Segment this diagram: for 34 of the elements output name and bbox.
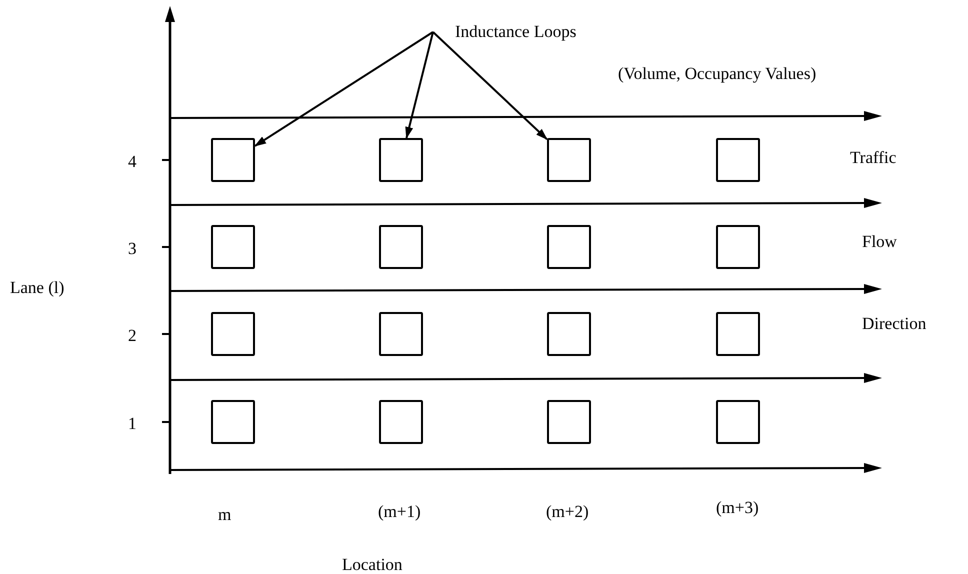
axis-label: Lane (l) <box>10 277 64 299</box>
axis-label: (m+2) <box>546 501 589 523</box>
inductance-loop-square <box>547 312 591 356</box>
inductance-loop-square <box>379 138 423 182</box>
inductance-loop-square <box>211 312 255 356</box>
axis-label: 1 <box>128 413 136 435</box>
inductance-loop-square <box>716 138 760 182</box>
axis-label: 3 <box>128 238 136 260</box>
axis-label: 4 <box>128 151 136 173</box>
axis-label: Direction <box>862 313 926 335</box>
inductance-loop-square <box>211 138 255 182</box>
axis-label: (m+1) <box>378 501 421 523</box>
axis-label: 2 <box>128 325 136 347</box>
inductance-loop-square <box>716 312 760 356</box>
inductance-loop-square <box>379 225 423 269</box>
inductance-loop-square <box>379 400 423 444</box>
axis-label: (Volume, Occupancy Values) <box>618 63 816 85</box>
inductance-loop-square <box>547 400 591 444</box>
axis-label: m <box>218 504 232 526</box>
inductance-loop-square <box>379 312 423 356</box>
arrow <box>405 32 434 139</box>
axis-label: Flow <box>862 231 897 253</box>
inductance-loop-square <box>716 400 760 444</box>
callout-text: Inductance Loops <box>433 18 608 46</box>
inductance-loop-square <box>211 400 255 444</box>
inductance-loop-square <box>547 138 591 182</box>
inductance-loop-square <box>547 225 591 269</box>
arrow <box>432 31 548 140</box>
axis-label: Location <box>342 554 402 574</box>
axis-label: Traffic <box>850 147 896 169</box>
inductance-loop-square <box>716 225 760 269</box>
arrow <box>254 31 434 147</box>
inductance-loop-square <box>211 225 255 269</box>
axis-label: (m+3) <box>716 497 759 519</box>
